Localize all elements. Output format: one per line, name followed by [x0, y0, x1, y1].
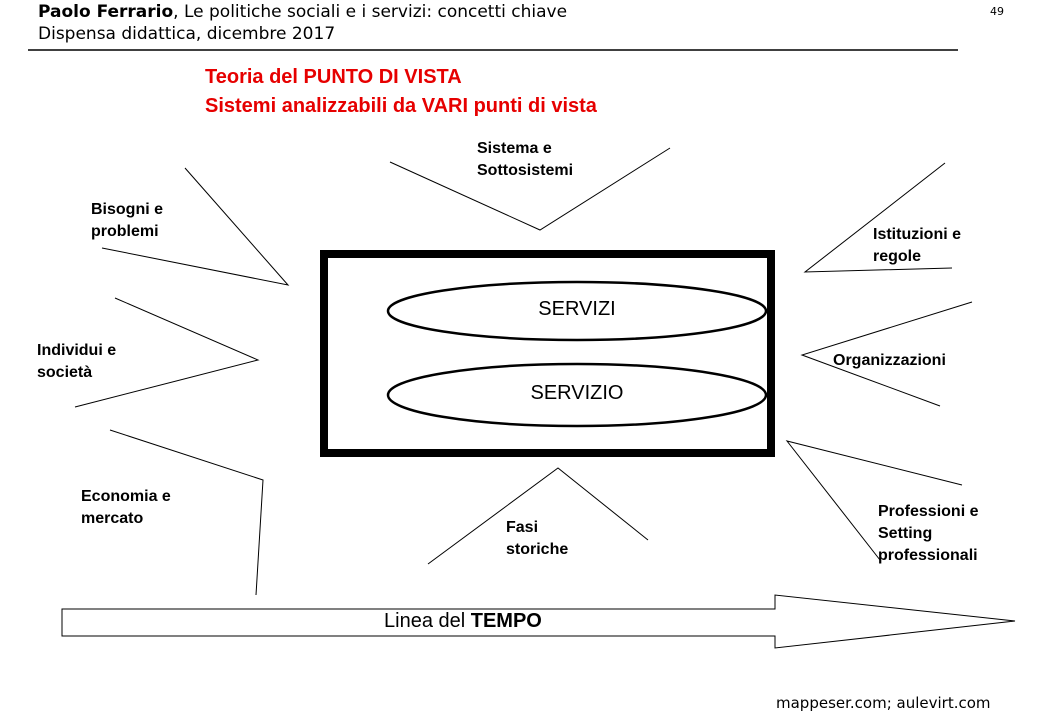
footer-sites: mappeser.com; aulevirt.com [776, 694, 991, 712]
timeline-arrow [61, 594, 1016, 649]
pointer-economia [109, 429, 264, 596]
pointer-bisogni [101, 167, 290, 286]
pointer-sistema [389, 147, 671, 231]
title-line-2: Sistemi analizzabili da VARI punti di vi… [205, 95, 597, 117]
pointer-individui [74, 297, 260, 408]
pointer-istituzioni [803, 162, 953, 273]
label-servizi: SERVIZI [538, 298, 616, 320]
header-title: , Le politiche sociali e i servizi: conc… [173, 2, 568, 22]
servizi-box [320, 250, 775, 457]
header-subtitle: Dispensa didattica, dicembre 2017 [38, 24, 336, 44]
timeline-label: Linea del TEMPO [384, 610, 542, 632]
label-servizio: SERVIZIO [530, 382, 624, 404]
header-line-1: Paolo Ferrario, Le politiche sociali e i… [38, 1, 567, 23]
ellipse-servizi [386, 280, 768, 342]
pointer-professioni [785, 440, 963, 561]
page-number: 49 [990, 5, 1004, 18]
author: Paolo Ferrario [38, 2, 174, 22]
pointer-fasi [427, 467, 649, 565]
title-line-1: Teoria del PUNTO DI VISTA [205, 66, 462, 88]
pointer-organizzazioni [800, 301, 973, 407]
ellipse-servizio [386, 362, 768, 428]
label-organizzazioni: Organizzazioni [833, 352, 946, 369]
